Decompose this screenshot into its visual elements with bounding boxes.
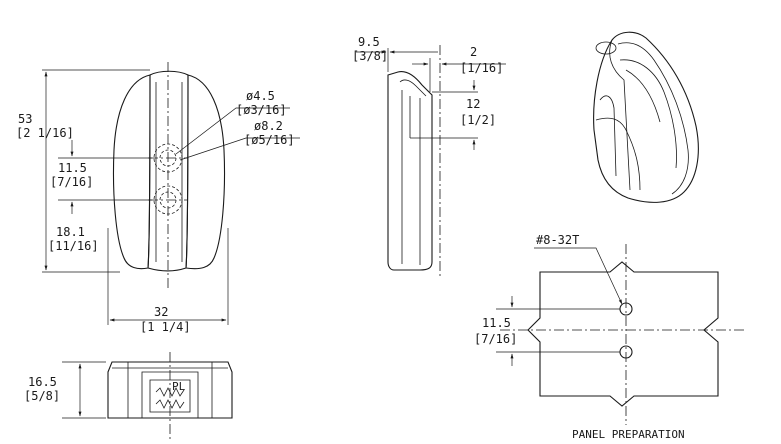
side-lip-height-in: [1/2] bbox=[460, 113, 496, 127]
bottom-height-in: [5/8] bbox=[24, 389, 60, 403]
front-width-in: [1 1/4] bbox=[140, 320, 191, 334]
front-view: 53 [2 1/16] ø4.5 [ø3/16] ø8.2 [ø5/16] 11… bbox=[16, 62, 300, 334]
panel-caption: PANEL PREPARATION bbox=[572, 428, 685, 441]
hole-dia-in: [ø3/16] bbox=[236, 103, 287, 117]
front-height-mm: 53 bbox=[18, 112, 32, 126]
side-depth-in: [3/8] bbox=[352, 49, 388, 63]
panel-cutout-outline bbox=[527, 261, 719, 407]
upper-hole-mm: 11.5 bbox=[58, 161, 87, 175]
side-lip-height-mm: 12 bbox=[466, 97, 480, 111]
upper-hole-in: [7/16] bbox=[50, 175, 93, 189]
hole-dia-mm: ø4.5 bbox=[246, 89, 275, 103]
panel-spacing-mm: 11.5 bbox=[482, 316, 511, 330]
bottom-view: 16.5 [5/8] PL bbox=[24, 352, 233, 440]
side-lip-in: [1/16] bbox=[460, 61, 503, 75]
side-outline bbox=[387, 71, 433, 271]
side-lip-mm: 2 bbox=[470, 45, 477, 59]
cbore-dia-in: [ø5/16] bbox=[244, 133, 295, 147]
front-outline-left-lobe bbox=[112, 74, 151, 270]
lower-hole-mm: 18.1 bbox=[56, 225, 85, 239]
isometric-view bbox=[593, 31, 699, 203]
front-height-in: [2 1/16] bbox=[16, 126, 74, 140]
bottom-pl-mark: PL bbox=[172, 380, 186, 393]
panel-preparation: #8-32T 11.5 [7/16] PANEL PREPARATION bbox=[474, 233, 745, 441]
panel-thread-label: #8-32T bbox=[536, 233, 579, 247]
cbore-dia-mm: ø8.2 bbox=[254, 119, 283, 133]
side-depth-mm: 9.5 bbox=[358, 35, 380, 49]
upper-mounting-hole bbox=[148, 143, 188, 173]
panel-spacing-in: [7/16] bbox=[474, 332, 517, 346]
side-view: 9.5 [3/8] 2 [1/16] 12 [1/2] bbox=[352, 35, 506, 278]
bottom-height-mm: 16.5 bbox=[28, 375, 57, 389]
front-width-mm: 32 bbox=[154, 305, 168, 319]
lower-mounting-hole bbox=[148, 185, 188, 215]
front-outline-right-lobe bbox=[185, 74, 226, 270]
lower-hole-in: [11/16] bbox=[48, 239, 99, 253]
